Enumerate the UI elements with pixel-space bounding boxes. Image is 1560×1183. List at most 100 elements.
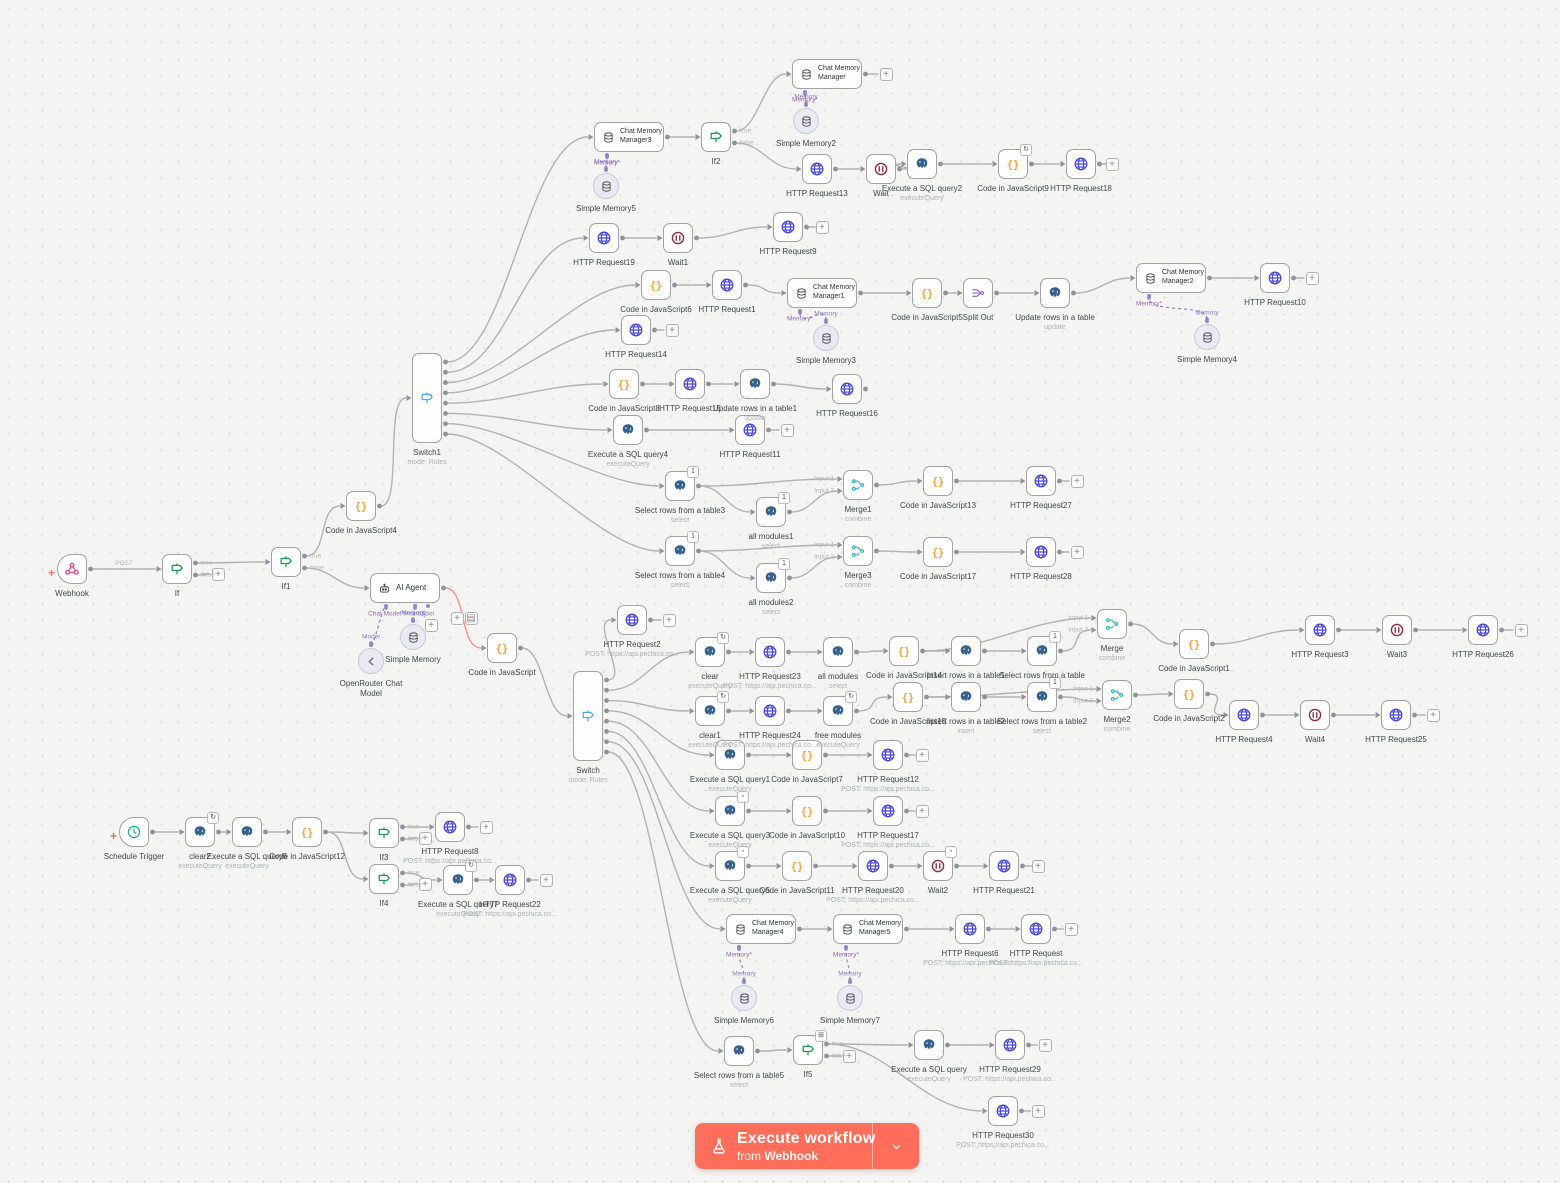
node-ins1[interactable] [951,636,981,666]
node-sel3[interactable]: 1 [665,466,699,501]
node-sched[interactable] [119,817,149,847]
add-node-pill[interactable]: + [815,220,829,234]
node-agent[interactable]: AI Agent [370,573,440,603]
node-http4[interactable] [1229,700,1259,730]
add-node-pill[interactable]: + [662,613,676,627]
add-node-pill[interactable]: + [665,323,679,337]
node-http10[interactable] [1260,263,1290,293]
node-upd1[interactable] [740,369,770,399]
node-http14[interactable] [621,315,651,345]
add-node-pill[interactable]: + [424,618,438,632]
node-split[interactable] [963,278,993,308]
node-sql1[interactable] [715,740,745,770]
add-node-pill[interactable]: + [842,1049,856,1063]
node-http20[interactable] [858,851,888,881]
node-sm5[interactable] [593,173,619,199]
node-if3[interactable] [369,818,399,848]
node-http13[interactable] [802,154,832,184]
node-sm2[interactable] [793,108,819,134]
node-am1[interactable]: 1 [756,492,790,527]
node-http25[interactable] [1381,700,1411,730]
node-http1[interactable] [712,270,742,300]
node-switch[interactable] [573,671,603,761]
node-cjs6[interactable]: {} [641,270,671,300]
node-cjs1[interactable]: {} [1179,629,1209,659]
node-http19[interactable] [589,223,619,253]
node-http30[interactable] [988,1096,1018,1126]
node-http21[interactable] [989,851,1019,881]
add-node-pill[interactable]: + [879,67,893,81]
node-cmm5[interactable]: Chat Memory Manager5 [833,914,903,944]
node-cjs5[interactable]: {} [912,278,942,308]
add-node-pill[interactable]: + [915,748,929,762]
node-http6[interactable] [955,914,985,944]
node-sm3[interactable] [813,325,839,351]
node-http29[interactable] [995,1030,1025,1060]
add-trigger-marker[interactable]: + [110,829,118,843]
node-wait3[interactable] [1382,615,1412,645]
node-http3[interactable] [1305,615,1335,645]
node-cjs15[interactable]: {} [893,682,923,712]
node-http_[interactable] [1021,914,1051,944]
node-cjs10[interactable]: {} [792,796,822,826]
node-cjs4[interactable]: {} [346,491,376,521]
node-cmm4[interactable]: Chat Memory Manager4 [726,914,796,944]
node-sm4[interactable] [1194,324,1220,350]
node-wait2[interactable]: ▫ [923,846,957,881]
node-merge2[interactable] [1102,680,1132,710]
node-cjs11[interactable]: {} [782,851,812,881]
add-node-pill[interactable]: + [1305,271,1319,285]
add-node-pill[interactable]: + [1031,1104,1045,1118]
add-node-pill[interactable]: + [1031,859,1045,873]
node-cmm1[interactable]: Chat Memory Manager1 [787,278,857,308]
node-merge3[interactable] [843,536,873,566]
node-sm[interactable] [400,624,426,650]
node-sql6[interactable] [232,817,262,847]
node-merge1[interactable] [843,470,873,500]
node-upd[interactable] [1040,278,1070,308]
add-node-pill[interactable]: + [1038,1038,1052,1052]
node-if4[interactable] [369,864,399,894]
node-http18[interactable] [1066,149,1096,179]
add-node-pill[interactable]: + [450,611,464,625]
node-sel2[interactable]: 1 [1027,677,1061,712]
node-cjs13[interactable]: {} [923,466,953,496]
node-cmm2[interactable]: Chat Memory Manager2 [1136,263,1206,293]
node-sqlq[interactable] [914,1030,944,1060]
node-wait4[interactable] [1300,700,1330,730]
node-or[interactable] [358,648,384,674]
node-http15[interactable] [675,369,705,399]
node-sql2[interactable] [907,149,937,179]
add-node-pill[interactable]: + [1105,157,1119,171]
add-node-pill[interactable]: + [1514,623,1528,637]
node-http23[interactable] [755,637,785,667]
node-ins2[interactable] [951,682,981,712]
node-if1[interactable] [271,547,301,577]
node-sm6[interactable] [731,985,757,1011]
node-wait[interactable] [866,154,896,184]
add-node-pill[interactable]: + [780,423,794,437]
node-http2[interactable] [617,605,647,635]
node-selr[interactable]: 1 [1027,631,1061,666]
node-cjs9[interactable]: {}↻ [998,144,1032,179]
add-node-pill[interactable]: + [539,873,553,887]
node-cmm3[interactable]: Chat Memory Manager3 [594,122,664,152]
execute-options-chevron[interactable] [873,1140,919,1153]
node-am[interactable] [823,637,853,667]
add-trigger-marker[interactable]: + [48,566,56,580]
node-if5[interactable]: ⊞ [793,1030,827,1065]
node-sql5[interactable]: ▫ [715,846,749,881]
node-switch1[interactable] [412,353,442,443]
add-node-pill[interactable]: + [418,831,432,845]
add-node-pill[interactable]: + [479,820,493,834]
node-clear2[interactable]: ↻ [185,812,219,847]
add-node-pill[interactable]: + [1070,545,1084,559]
add-node-pill[interactable]: + [1064,922,1078,936]
node-if[interactable] [162,554,192,584]
node-cjs8[interactable]: {} [609,369,639,399]
node-sql3[interactable]: ▫ [715,791,749,826]
node-merge[interactable] [1097,609,1127,639]
node-cjs14[interactable]: {} [889,636,919,666]
node-cjs[interactable]: {} [487,633,517,663]
